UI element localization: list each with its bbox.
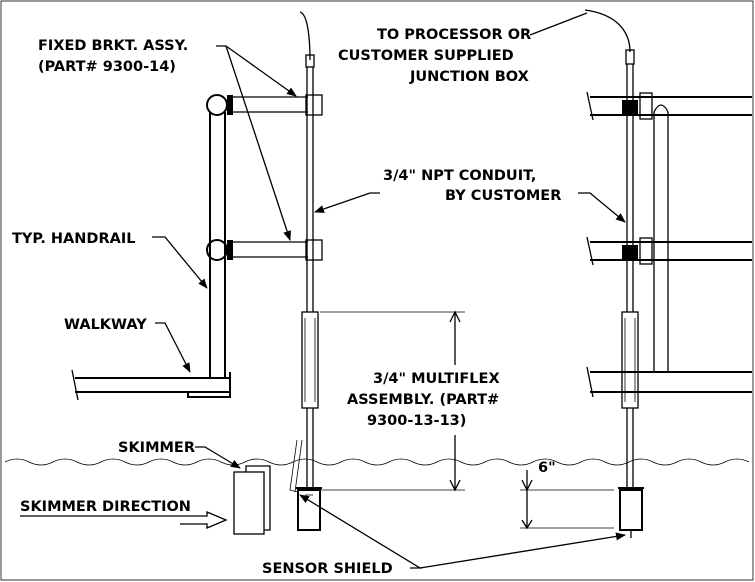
walkway [71, 369, 231, 401]
multiflex-dimension [320, 310, 465, 492]
skimmer-label: SKIMMER [118, 440, 195, 456]
water-surface [4, 458, 750, 466]
left-conduit [299, 11, 315, 312]
to-processor-label-2: CUSTOMER SUPPLIED [338, 48, 514, 64]
handrail-label: TYP. HANDRAIL [12, 231, 135, 247]
fixed-bracket-part-label: (PART# 9300-14) [38, 59, 176, 75]
handrail [206, 94, 233, 378]
right-sensor [618, 487, 644, 538]
skimmer-direction-arrow [180, 511, 228, 529]
multiflex-label-2: ASSEMBLY. (PART# [347, 392, 499, 408]
sensor-shield-label: SENSOR SHIELD [262, 561, 393, 577]
bracket-arms [233, 94, 323, 261]
conduit-label-2: BY CUSTOMER [445, 188, 561, 204]
depth-dimension [520, 470, 614, 530]
walkway-label: WALKWAY [64, 317, 147, 333]
fixed-bracket-label: FIXED BRKT. ASSY. [38, 38, 188, 54]
skimmer-direction-label: SKIMMER DIRECTION [20, 499, 191, 515]
to-processor-label-1: TO PROCESSOR OR [377, 27, 531, 43]
leader-lines [152, 12, 626, 569]
multiflex-label-1: 3/4" MULTIFLEX [373, 371, 500, 387]
right-multiflex [621, 311, 639, 488]
skimmer [233, 439, 303, 535]
to-processor-label-3: JUNCTION BOX [409, 69, 529, 85]
right-conduit [584, 9, 635, 312]
upper-bracket-clamp [305, 94, 323, 116]
multiflex-label-3: 9300-13-13) [367, 413, 466, 429]
left-sensor [296, 487, 322, 531]
depth-label: 6" [538, 460, 556, 476]
right-walkway-structure [586, 91, 752, 398]
conduit-label-1: 3/4" NPT CONDUIT, [383, 168, 536, 184]
left-multiflex [301, 311, 319, 488]
lower-bracket-clamp [305, 239, 323, 261]
upper-rail-circle [206, 94, 228, 116]
